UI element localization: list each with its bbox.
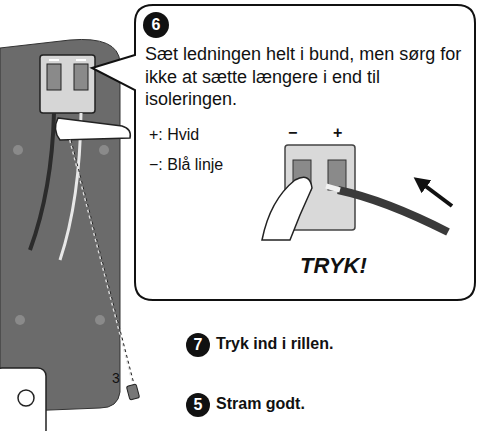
pressing-finger — [262, 177, 312, 240]
node-text: 6 — [152, 17, 161, 33]
press-label: TRYK! — [300, 253, 367, 279]
terminal-clip — [47, 64, 61, 90]
wire-core — [326, 186, 340, 190]
step-instruction: Stram godt. — [216, 395, 305, 413]
insert-arrow — [420, 182, 452, 206]
polarity-note: +: Hvid — [149, 125, 199, 144]
step-number: 6 — [143, 12, 169, 38]
polarity-sign: − — [288, 124, 297, 142]
screw-path — [71, 140, 134, 384]
terminal-mark — [76, 59, 86, 61]
panel-hole — [13, 145, 23, 155]
detail-symbol — [18, 390, 34, 406]
callout-number: 3 — [112, 370, 120, 386]
instruction-text: Sæt ledningen helt i bund, men sørg for … — [145, 43, 467, 111]
terminal-clip — [74, 64, 88, 90]
speaker-terminal — [40, 55, 95, 113]
callout-bubble: Sæt ledningen helt i bund, men sørg for … — [135, 5, 475, 300]
node-text: 5 — [194, 397, 203, 413]
panel-hole — [95, 315, 105, 325]
detail-box — [0, 368, 46, 431]
callout-outline — [92, 5, 475, 300]
terminal-mark — [49, 59, 59, 61]
polarity-note: −: Blå linje — [149, 155, 223, 174]
speaker-panel — [0, 39, 120, 412]
step-number: 7 — [186, 333, 210, 357]
step-number: 5 — [186, 393, 210, 417]
pressing-finger — [55, 118, 130, 140]
panel-hole — [99, 145, 109, 155]
speaker-wire — [30, 113, 54, 250]
screw-path — [70, 140, 133, 384]
step-instruction: Tryk ind i rillen. — [216, 335, 333, 353]
polarity-sign: + — [333, 124, 342, 142]
speaker-wire — [338, 190, 448, 232]
node-text: 7 — [194, 337, 203, 353]
panel-hole — [15, 315, 25, 325]
terminal-detail — [262, 145, 452, 240]
screw — [126, 384, 139, 400]
